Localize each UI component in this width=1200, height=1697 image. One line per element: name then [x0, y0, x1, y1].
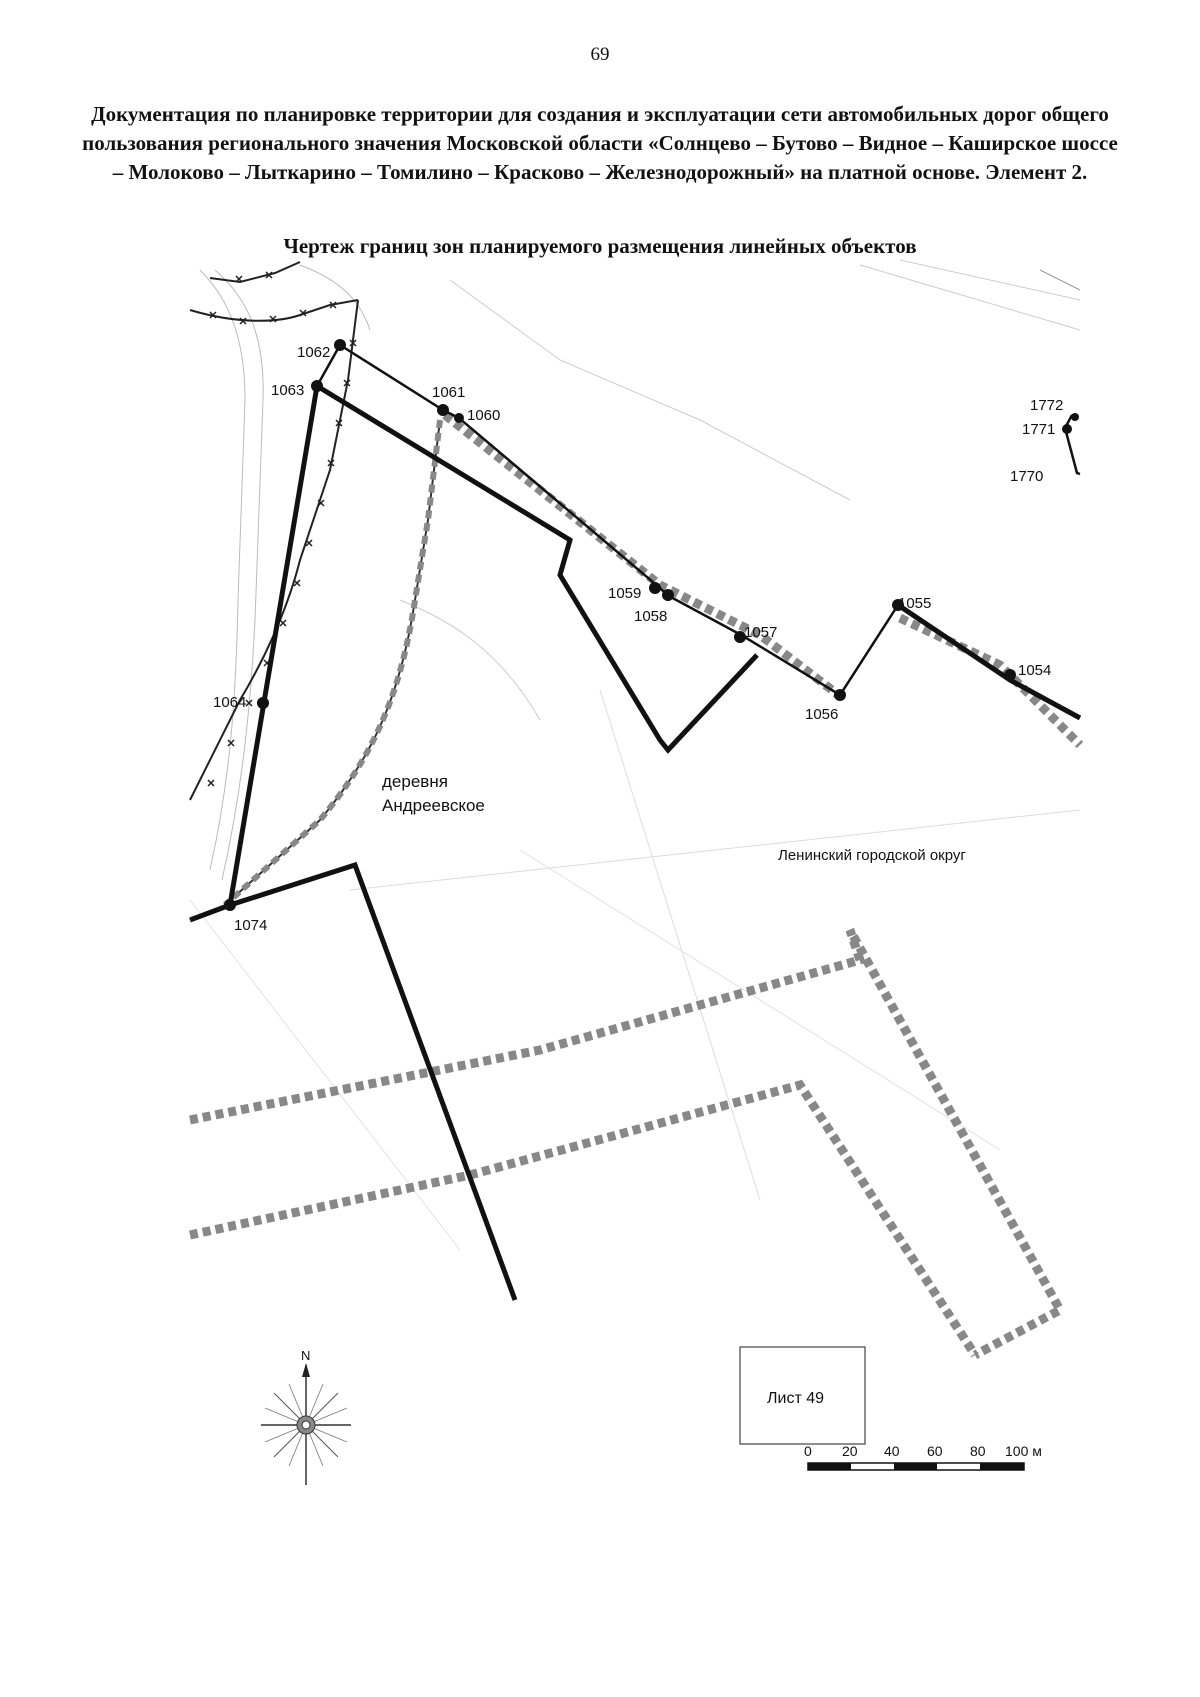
point-label-1062: 1062	[297, 344, 330, 361]
village-label: деревня	[382, 772, 448, 791]
page-number: 69	[590, 44, 610, 65]
sheet-label: Лист 49	[767, 1390, 824, 1407]
scale-tick-80: 80	[970, 1443, 986, 1459]
sheet-box	[739, 1346, 866, 1445]
scale-tick-100: 100 м	[1005, 1443, 1042, 1459]
survey-points	[224, 339, 1079, 911]
scale-tick-0: 0	[804, 1443, 812, 1459]
compass-rose-icon	[261, 1363, 351, 1485]
point-label-1061: 1061	[432, 384, 465, 401]
point-label-1059: 1059	[608, 585, 641, 602]
point-label-1057: 1057	[744, 624, 777, 641]
district-label: Ленинский городской округ	[778, 847, 966, 864]
point-label-1058: 1058	[634, 608, 667, 625]
document-title: Документация по планировке территории дл…	[82, 102, 1118, 184]
point-label-1771: 1771	[1022, 421, 1055, 438]
scale-tick-20: 20	[842, 1443, 858, 1459]
base-map-lines	[189, 259, 1081, 1251]
zone-boundary	[189, 383, 1082, 1301]
point-label-1055: 1055	[898, 595, 931, 612]
scale-bar	[807, 1462, 1025, 1471]
dashed-zones	[189, 411, 1084, 1359]
scale-tick-40: 40	[884, 1443, 900, 1459]
point-label-1772: 1772	[1030, 397, 1063, 414]
fence-crosses	[207, 271, 357, 787]
point-label-1770: 1770	[1010, 468, 1043, 485]
point-label-1074: 1074	[234, 917, 267, 934]
north-label: N	[301, 1348, 310, 1363]
map-title: Чертеж границ зон планируемого размещени…	[283, 234, 917, 258]
village-label-2: Андреевское	[382, 796, 485, 815]
point-label-1054: 1054	[1018, 662, 1051, 679]
point-label-1060: 1060	[467, 407, 500, 424]
point-label-1063: 1063	[271, 382, 304, 399]
point-label-1056: 1056	[805, 706, 838, 723]
scale-tick-60: 60	[927, 1443, 943, 1459]
point-label-1064: 1064	[213, 694, 246, 711]
